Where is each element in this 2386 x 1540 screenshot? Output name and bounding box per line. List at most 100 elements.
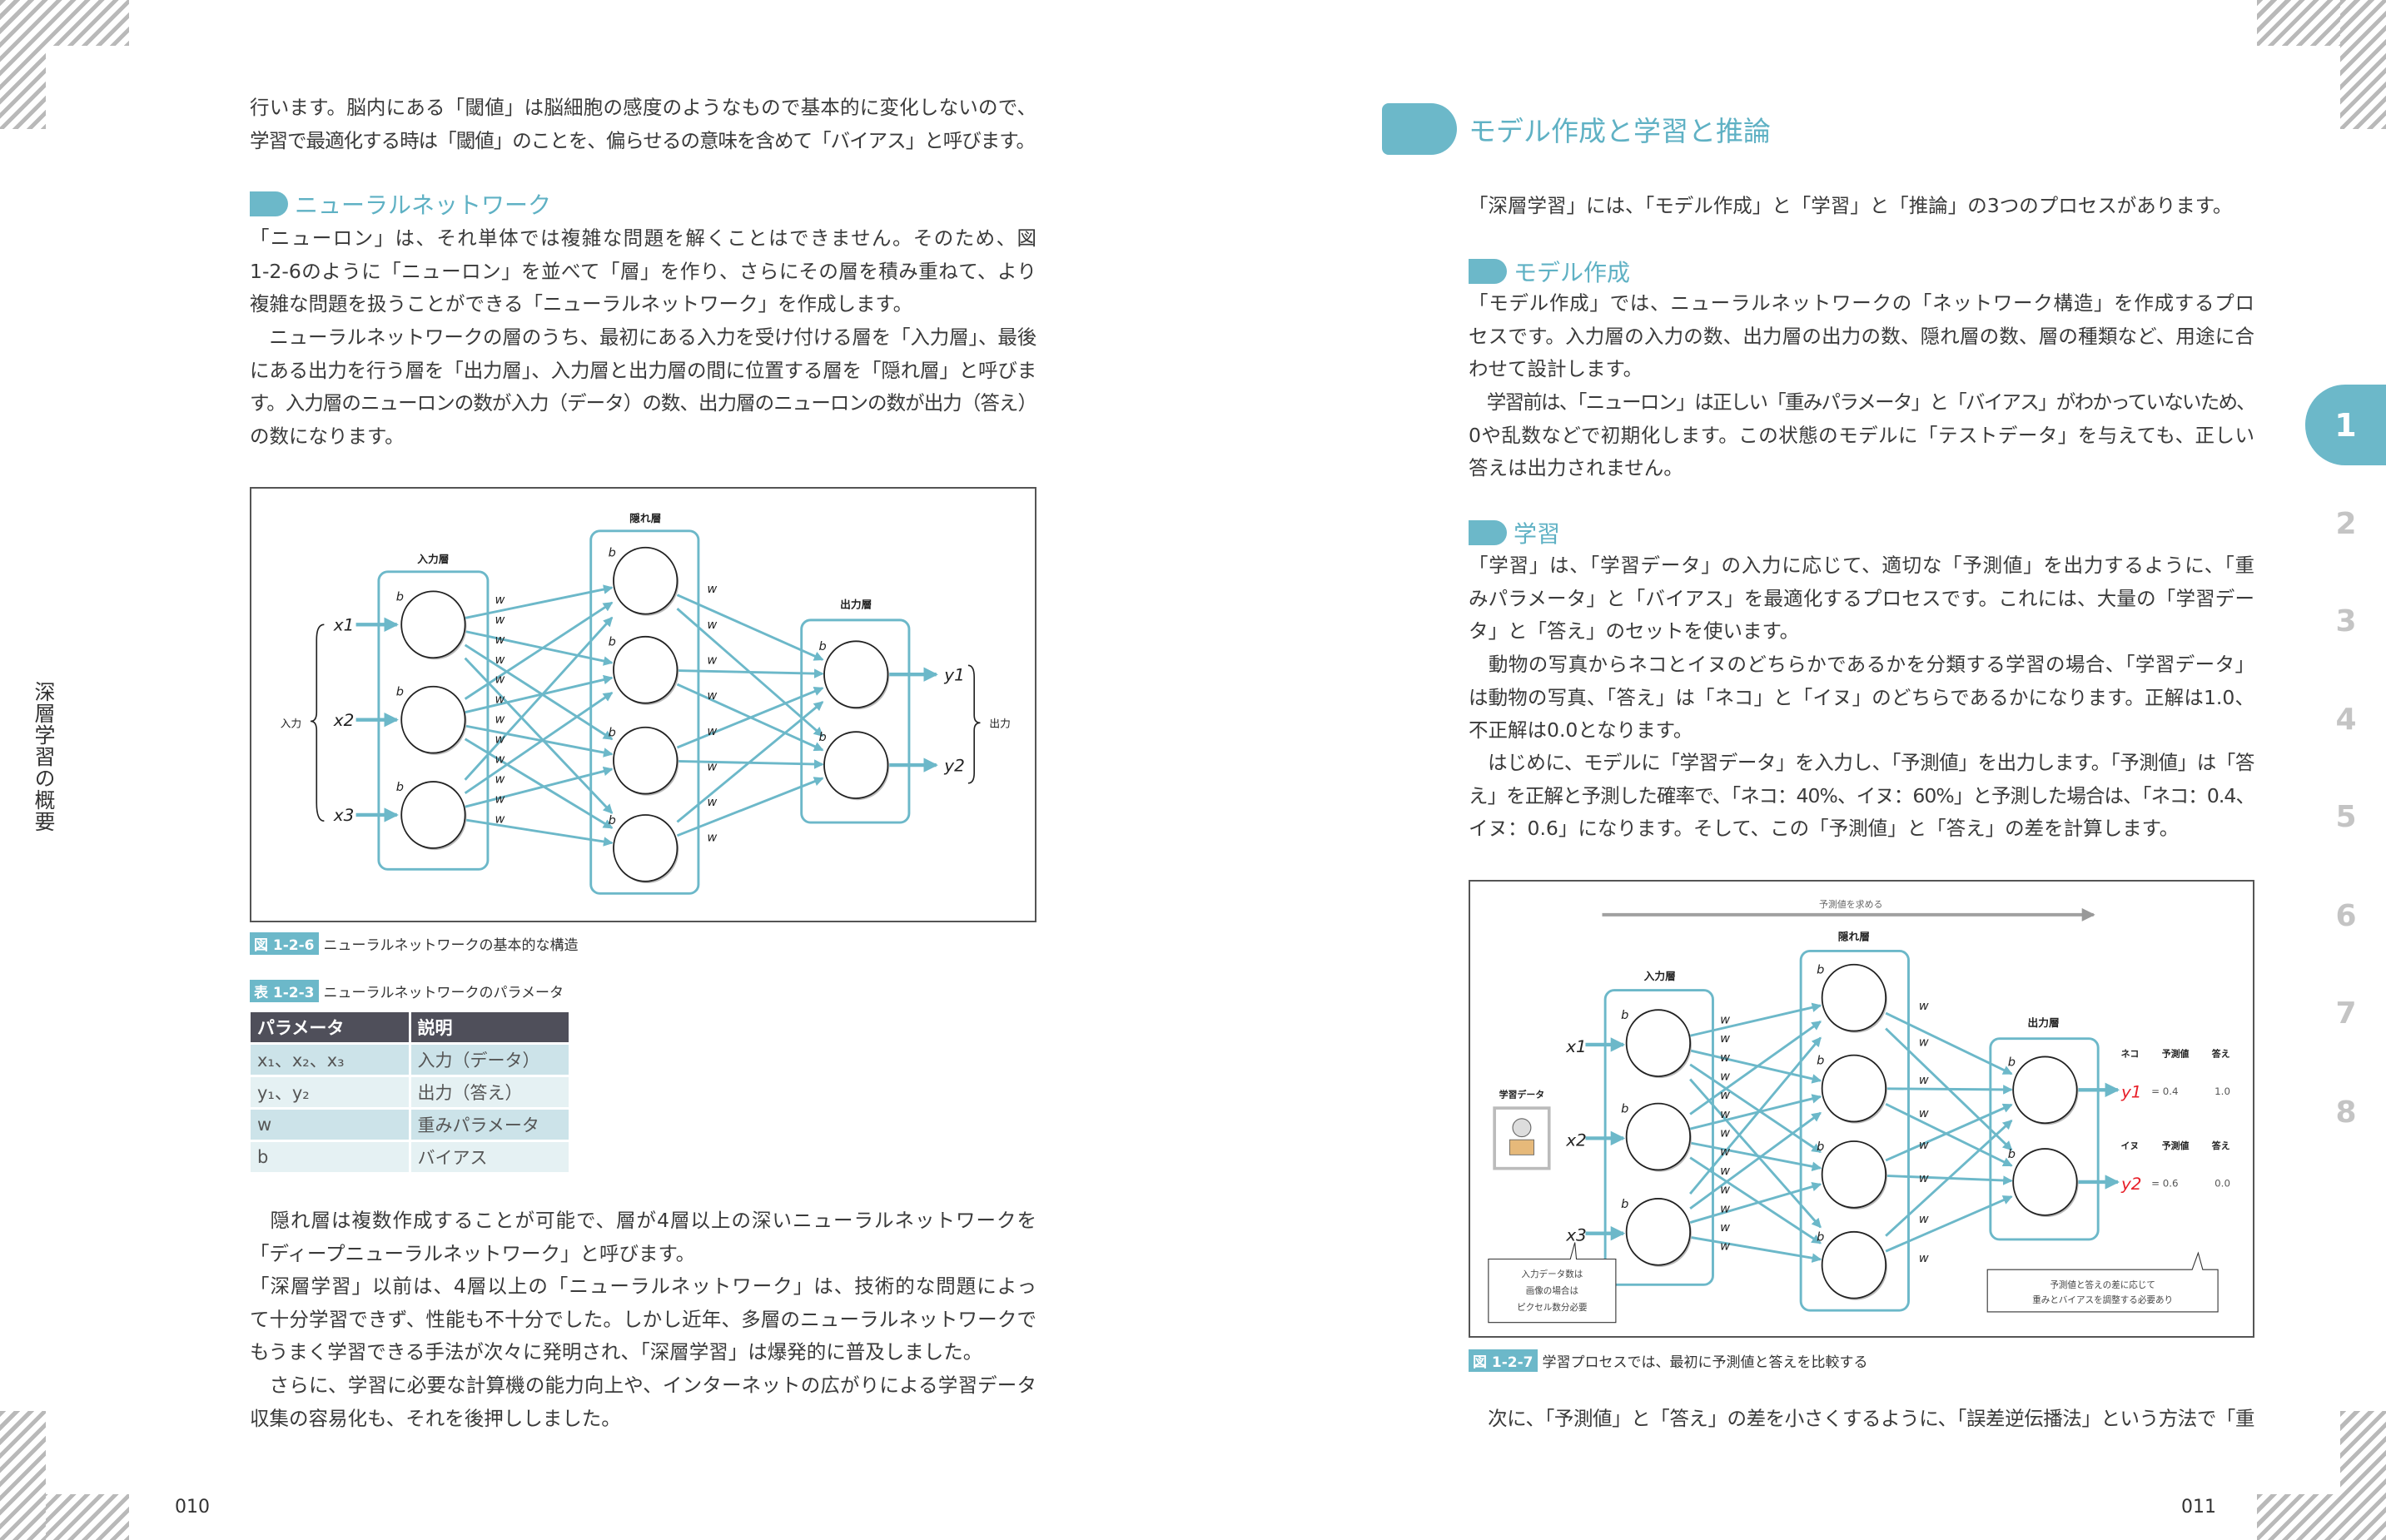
- text-line: す。入力層のニューロンの数が入力（データ）の数、出力層のニューロンの数が出力（答…: [250, 391, 1036, 415]
- chapter-tab-4[interactable]: 4: [2335, 703, 2357, 737]
- weight-label: w: [495, 792, 505, 806]
- text-line: 学習で最適化する時は「閾値」のことを、偏らせるの意味を含めて「バイアス」と呼びま…: [250, 128, 1036, 152]
- weight-label: w: [707, 832, 717, 845]
- input-x-label: x2: [1565, 1130, 1587, 1150]
- connection-arrow: [465, 630, 614, 666]
- connection-arrow: [676, 777, 824, 837]
- paragraph: さらに、学習に必要な計算機の能力向上や、インターネットの広がりによる学習データ収…: [250, 1369, 1036, 1435]
- chapter-tab-7[interactable]: 7: [2335, 996, 2357, 1031]
- callout-adjust-note: [1986, 1251, 2219, 1313]
- input-x-label: x1: [1565, 1036, 1587, 1056]
- bias-label: b: [1817, 1140, 1824, 1154]
- figure-number: 図 1-2-7: [1469, 1349, 1538, 1372]
- output-y-label: y1: [943, 664, 965, 684]
- bias-label: b: [1621, 1103, 1628, 1116]
- weight-label: w: [1720, 1127, 1730, 1140]
- chapter-tab-2[interactable]: 2: [2335, 507, 2357, 541]
- weight-label: w: [495, 733, 505, 747]
- neuron-node: [400, 590, 466, 659]
- connection-arrow: [1689, 1156, 1822, 1244]
- neuron-node: [2012, 1148, 2078, 1216]
- paragraph: はじめに、モデルに「学習データ」を入力し、「予測値」を出力します。「予測値」は「…: [1469, 747, 2254, 846]
- heading-marker: [1469, 520, 1507, 545]
- text-line: て十分学習できず、性能も不十分でした。しかし近年、多層のニューラルネットワークで: [250, 1307, 1036, 1331]
- chapter-tab-6[interactable]: 6: [2335, 899, 2357, 933]
- text-line: 「学習」は、「学習データ」の入力に応じて、適切な「予測値」を出力するように、「重: [1469, 554, 2254, 577]
- prediction-value: = 0.4: [2151, 1085, 2178, 1097]
- hidden-layer-label: 隠れ層: [629, 512, 661, 524]
- note-text: 重みとバイアスを調整する必要あり: [2032, 1294, 2173, 1305]
- input-x-label: x3: [1565, 1225, 1587, 1245]
- chapter-tab-5[interactable]: 5: [2335, 800, 2357, 834]
- bias-label: b: [1817, 1231, 1824, 1244]
- connection-arrow: [676, 701, 824, 823]
- text-line: 学習前は、「ニューロン」は正しい「重みパラメータ」と「バイアス」がわかっていない…: [1469, 390, 2254, 414]
- weight-label: w: [495, 812, 505, 826]
- connection-arrow: [1885, 1195, 2013, 1253]
- note-text: 画像の場合は: [1526, 1285, 1578, 1296]
- text-line: 「深層学習」以前は、4層以上の「ニューラルネットワーク」は、技術的な問題によっ: [250, 1274, 1036, 1298]
- answer-value: 0.0: [2215, 1177, 2230, 1189]
- learning-data-label: 学習データ: [1499, 1088, 1545, 1100]
- weight-label: w: [495, 614, 505, 627]
- caption-text: ニューラルネットワークのパラメータ: [323, 985, 564, 1001]
- input-label: 入力: [281, 718, 301, 730]
- neuron-node: [823, 731, 889, 799]
- text-line: セスです。入力層の入力の数、出力層の出力の数、隠れ層の数、層の種類など、用途に合: [1469, 324, 2254, 348]
- callout-input-note: [1488, 1242, 1617, 1324]
- neuron-node: [2012, 1056, 2078, 1125]
- paragraph: ニューラルネットワークの層のうち、最初にある入力を受け付ける層を「入力層」、最後…: [250, 321, 1036, 453]
- connection-arrow: [1885, 1102, 2013, 1167]
- connection-arrow: [1689, 1049, 1822, 1084]
- weight-label: w: [707, 583, 717, 596]
- output-layer-label: 出力層: [2027, 1016, 2059, 1029]
- output-y-label: y1: [2120, 1081, 2142, 1101]
- weight-label: w: [1720, 1089, 1730, 1102]
- prediction-header: 予測値: [2162, 1140, 2190, 1151]
- connection-arrow: [465, 724, 614, 758]
- learning-process-diagram: 予測値を求める入力層隠れ層出力層wwwwwwwwwwwwwwwwwwwwwbbb…: [1488, 898, 2230, 1324]
- bias-label: b: [609, 814, 616, 827]
- chapter-tab-8[interactable]: 8: [2335, 1095, 2357, 1130]
- weight-label: w: [1919, 1000, 1929, 1013]
- connection-arrow: [1885, 1103, 2013, 1162]
- neuron-node: [1821, 1054, 1887, 1123]
- weight-label: w: [707, 689, 717, 703]
- input-layer-label: 入力層: [1644, 970, 1676, 982]
- text-line: 0や乱数などで初期化します。この状態のモデルに「テストデータ」を与えても、正しい: [1469, 423, 2254, 447]
- neuron-node: [1821, 1140, 1887, 1209]
- connection-arrow: [465, 584, 614, 619]
- connection-arrow: [1689, 1111, 1822, 1210]
- weight-label: w: [1720, 1014, 1730, 1027]
- weight-label: w: [707, 796, 717, 809]
- weight-label: w: [1720, 1032, 1730, 1046]
- text-line: 「深層学習」には、「モデル作成」と「学習」と「推論」の3つのプロセスがあります。: [1469, 194, 2233, 217]
- weight-label: w: [1919, 1252, 1929, 1265]
- neuron-node: [613, 546, 679, 615]
- cell: 出力（答え）: [410, 1077, 569, 1107]
- bias-label: b: [1817, 964, 1824, 977]
- paragraph: 行います。脳内にある「閾値」は脳細胞の感度のようなもので基本的に変化しないので、…: [250, 92, 1036, 157]
- cell: 重みパラメータ: [410, 1110, 569, 1140]
- title-marker: [1382, 103, 1457, 155]
- chapter-tab-3[interactable]: 3: [2335, 604, 2357, 638]
- input-x-label: x3: [333, 805, 355, 825]
- connection-arrow: [1689, 1094, 1822, 1130]
- neuron-node: [400, 781, 466, 849]
- section-heading: 学習: [1469, 516, 1560, 549]
- note-text: 予測値と答えの差に応じて: [2050, 1279, 2155, 1290]
- weight-label: w: [1919, 1107, 1929, 1120]
- weight-label: w: [707, 618, 717, 632]
- cell: バイアス: [410, 1142, 569, 1172]
- chapter-tab-1[interactable]: 1: [2305, 385, 2386, 465]
- table-caption: 表 1-2-3 ニューラルネットワークのパラメータ: [250, 980, 564, 1002]
- input-x-label: x2: [333, 710, 355, 730]
- caption-text: 学習プロセスでは、最初に予測値と答えを比較する: [1542, 1354, 1868, 1371]
- caption-text: ニューラルネットワークの基本的な構造: [323, 937, 579, 954]
- bias-label: b: [1621, 1198, 1628, 1211]
- forward-label: 予測値を求める: [1819, 898, 1882, 910]
- corner-decoration: [0, 1411, 46, 1540]
- text-line: 不正解は0.0となります。: [1469, 718, 1693, 743]
